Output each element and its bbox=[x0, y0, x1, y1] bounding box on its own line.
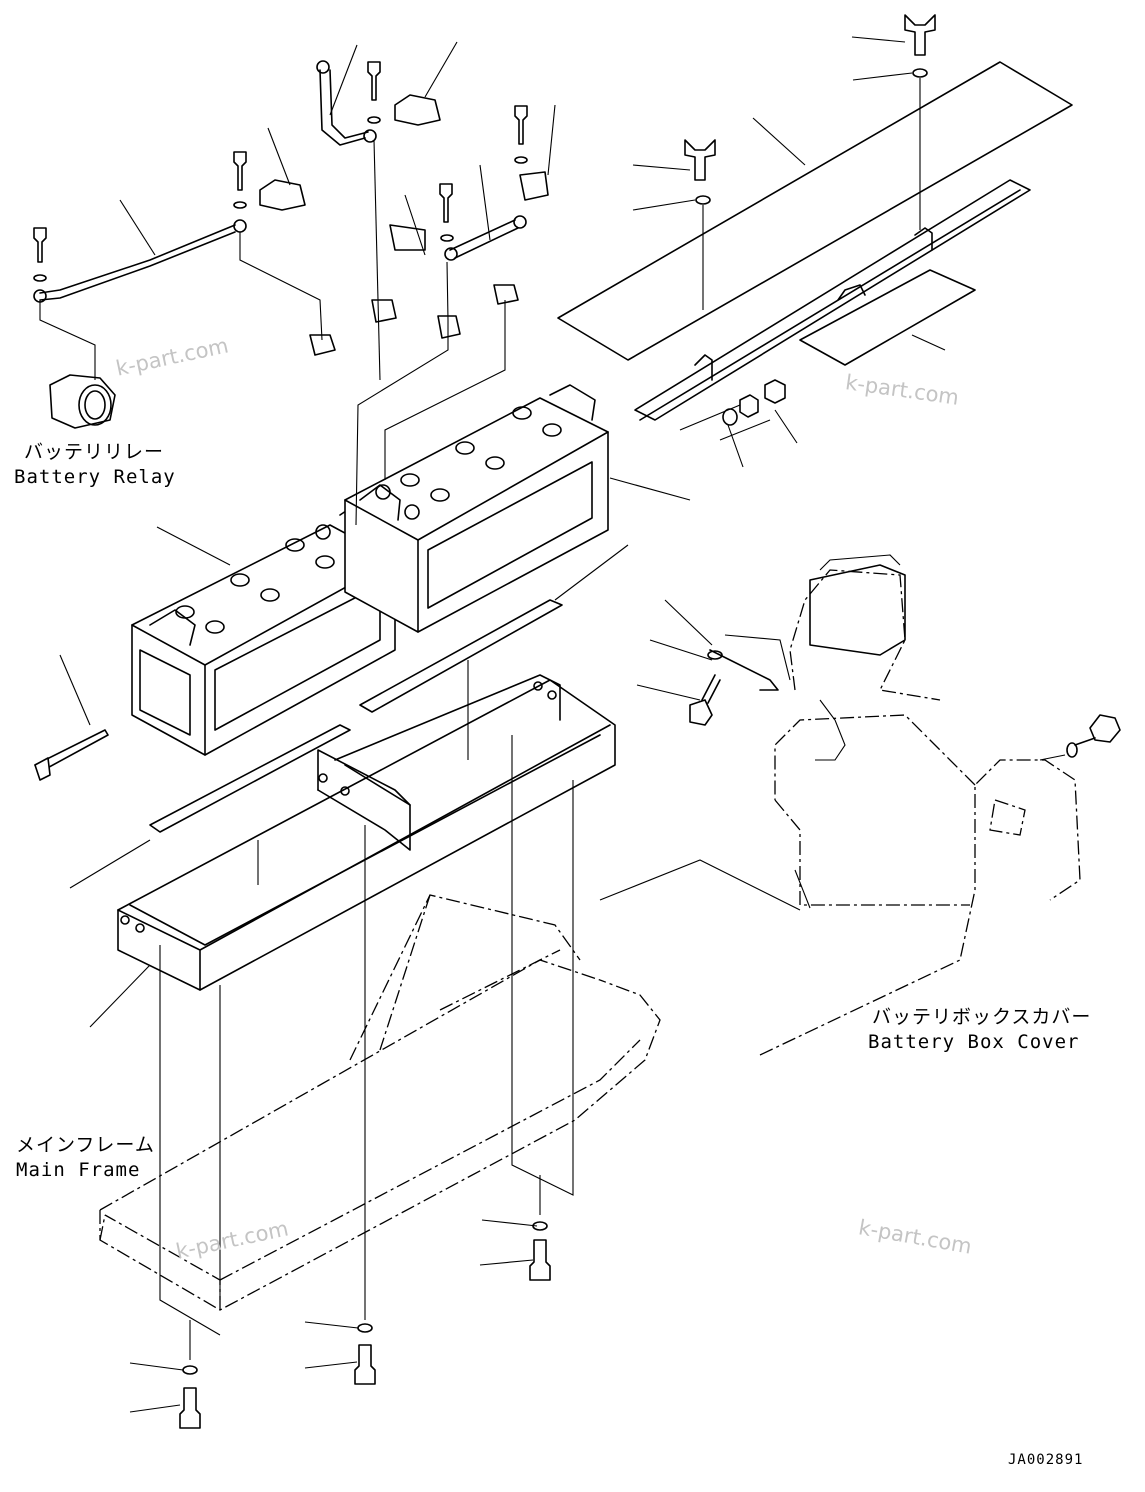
battery-box-cover-label-jp: バッテリボックスカバー bbox=[872, 1006, 1092, 1028]
battery-box-cover bbox=[759, 554, 1081, 1056]
battery-rear bbox=[344, 384, 609, 633]
hardware bbox=[33, 14, 1121, 1429]
battery-relay bbox=[49, 374, 116, 429]
drawing-code: JA002891 bbox=[1008, 1452, 1084, 1468]
battery-tray bbox=[117, 674, 616, 991]
battery-relay-label-jp: バッテリリレー bbox=[24, 441, 165, 463]
battery-relay-label-en: Battery Relay bbox=[14, 466, 176, 488]
main-frame-label-en: Main Frame bbox=[16, 1159, 141, 1181]
terminal-boots bbox=[259, 94, 549, 251]
main-frame-label-jp: メインフレーム bbox=[16, 1134, 155, 1156]
rubber-pads bbox=[149, 599, 563, 833]
battery-front bbox=[131, 504, 396, 756]
cover-sheet bbox=[557, 61, 1073, 366]
hold-down-bar bbox=[34, 179, 1031, 781]
battery-box-cover-label-en: Battery Box Cover bbox=[868, 1031, 1080, 1053]
leader-lines bbox=[39, 36, 1066, 1413]
